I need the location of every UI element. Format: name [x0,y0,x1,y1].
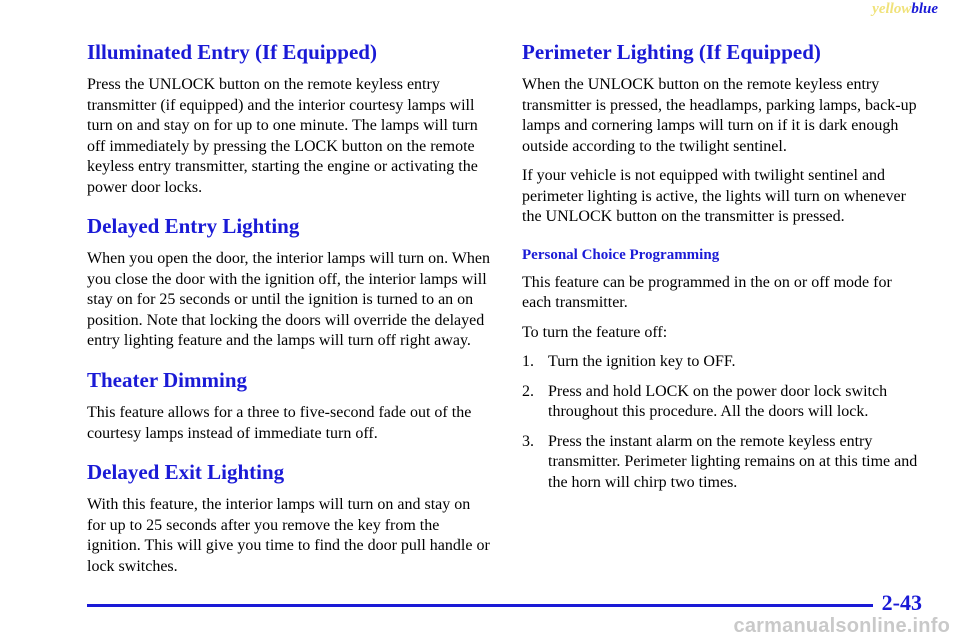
step-number: 2. [522,382,534,400]
color-edition-tag: yellowblue [872,1,938,18]
section-title: Theater Dimming [87,367,248,392]
step-text: Press and hold LOCK on the power door lo… [548,382,888,421]
list-item: 3. Press the instant alarm on the remote … [522,432,922,494]
section-title: Perimeter Lighting (If Equipped) [522,40,821,64]
section-paragraph: This feature can be programmed in the on… [522,273,892,312]
section-paragraph: When you open the door, the interior lam… [87,250,490,350]
step-number: 3. [522,432,534,450]
section-title: Illuminated Entry (If Equipped) [87,40,377,64]
section-theater-dimming: Theater Dimming This feature allows for … [87,368,492,444]
list-item: 2. Press and hold LOCK on the power door … [522,382,922,423]
right-column: Perimeter Lighting (If Equipped) When th… [522,40,922,502]
subheading-personal-choice-programming: Personal Choice Programming [522,246,720,263]
section-paragraph: When the UNLOCK button on the remote key… [522,76,917,155]
left-column: Illuminated Entry (If Equipped) Press th… [87,40,492,586]
step-text: Turn the ignition key to OFF. [548,353,736,371]
blue-tag-text: blue [911,1,938,17]
steps-list: 1. Turn the ignition key to OFF. 2. Press … [522,352,922,493]
section-paragraph: This feature allows for a three to five-… [87,404,472,442]
section-paragraph: To turn the feature off: [522,323,668,341]
section-delayed-exit-lighting: Delayed Exit Lighting With this feature,… [87,460,492,577]
section-title: Delayed Entry Lighting [87,214,300,239]
list-item: 1. Turn the ignition key to OFF. [522,352,922,373]
step-number: 1. [522,353,534,371]
step-text: Press the instant alarm on the remote ke… [548,432,918,491]
footer-divider [87,604,873,607]
section-paragraph: Press the UNLOCK button on the remote ke… [87,76,478,196]
section-title: Delayed Exit Lighting [87,460,285,485]
section-paragraph: With this feature, the interior lamps wi… [87,496,490,575]
section-perimeter-lighting: Perimeter Lighting (If Equipped) When th… [522,40,922,493]
section-delayed-entry-lighting: Delayed Entry Lighting When you open the… [87,214,492,352]
section-paragraph: If your vehicle is not equipped with twi… [522,167,906,226]
watermark-logo: carmanualsonline.info [733,615,950,637]
page-number: 2-43 [881,590,922,615]
section-illuminated-entry: Illuminated Entry (If Equipped) Press th… [87,40,492,198]
yellow-tag-text: yellow [872,1,912,17]
